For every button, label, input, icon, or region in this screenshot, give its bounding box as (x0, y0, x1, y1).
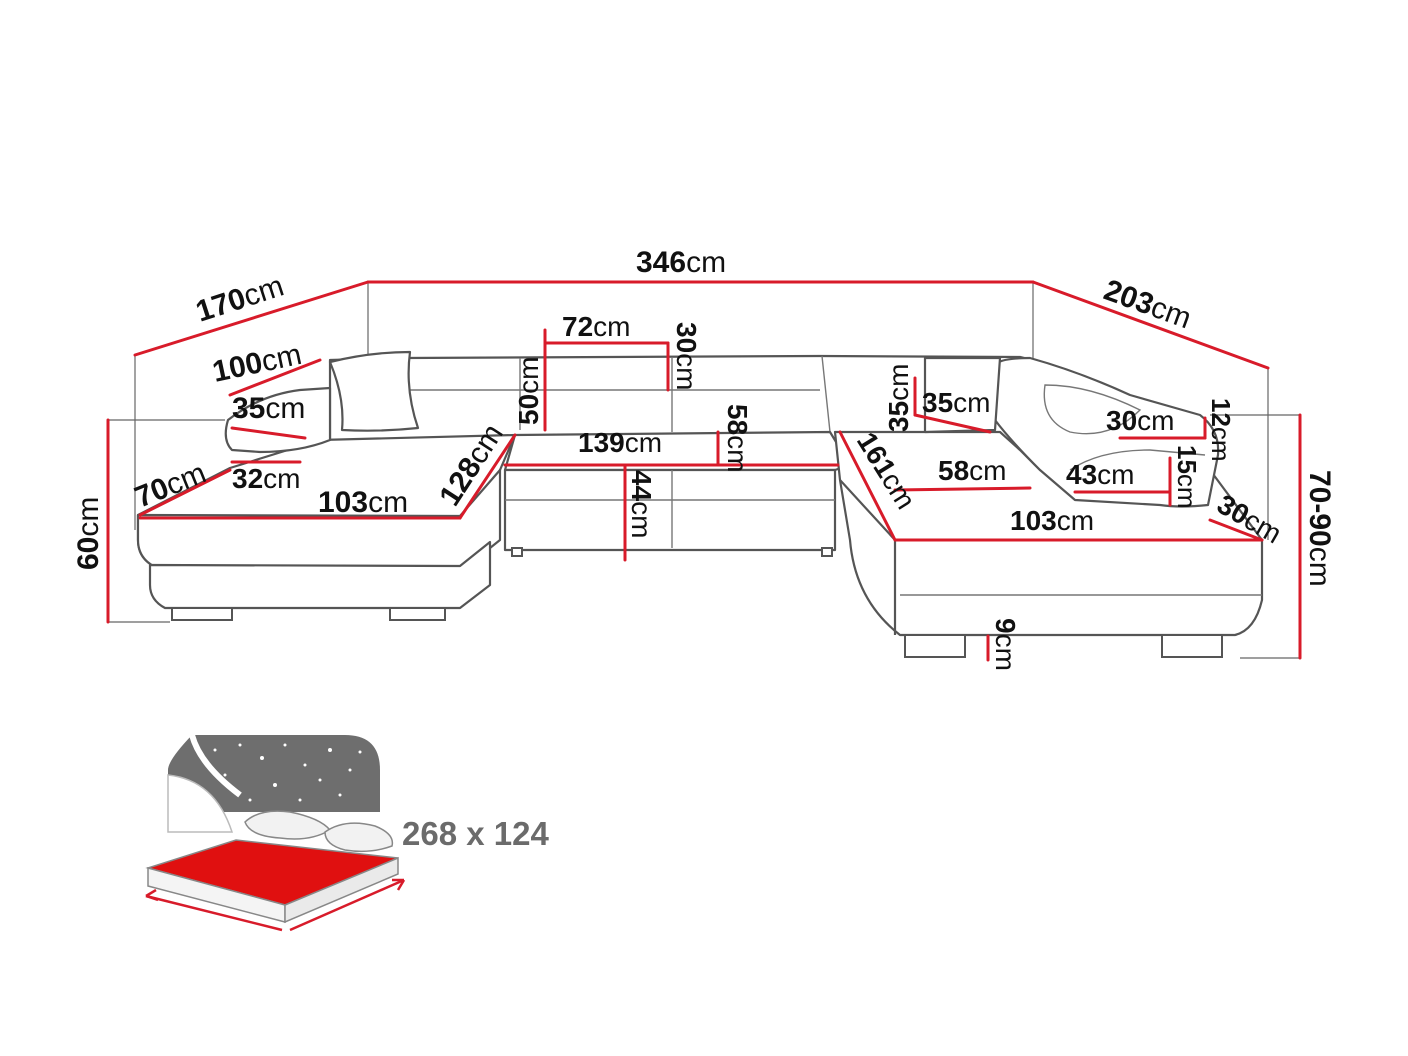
label-left-seat-length: 103cm (318, 486, 408, 519)
label-left-depth: 170cm (192, 269, 288, 328)
sleeping-function-icon (145, 734, 406, 932)
label-middle-seat-width: 139cm (578, 427, 662, 458)
label-total-width: 346cm (636, 246, 726, 279)
label-right-seat-length: 103cm (1010, 505, 1094, 536)
label-right-seat-depth: 58cm (938, 455, 1006, 486)
dimension-labels: 346cm 170cm 203cm 100cm 35cm 70cm 32cm 1… (72, 246, 1336, 671)
label-leg-height: 9cm (990, 618, 1021, 671)
label-right-depth: 203cm (1100, 274, 1196, 336)
label-backrest-height: 50cm (513, 357, 544, 425)
label-right-arm-height: 15cm (1172, 445, 1202, 509)
label-middle-seat-depth: 58cm (722, 404, 753, 472)
bed-size-label: 268 x 124 (402, 815, 549, 852)
label-headrest-height: 30cm (671, 322, 702, 390)
label-left-arm-length: 100cm (210, 338, 305, 389)
label-headrest-width: 72cm (562, 311, 630, 342)
label-overall-height-left: 60cm (72, 497, 105, 570)
label-right-arm-width: 30cm (1106, 405, 1174, 436)
label-overall-height-right: 70-90cm (1303, 470, 1336, 587)
label-right-back-height: 35cm (883, 364, 914, 432)
label-left-arm-height: 32cm (232, 463, 300, 494)
extent-guides (108, 282, 1300, 659)
label-left-arm-depth: 35cm (232, 392, 305, 425)
measurement-lines (106, 280, 1302, 662)
sofa-legs (171, 547, 1223, 658)
sofa-body (136, 350, 1264, 637)
label-right-back-width: 35cm (922, 387, 990, 418)
label-seat-height: 44cm (626, 470, 657, 538)
label-right-arm-length: 43cm (1066, 459, 1134, 490)
label-right-arm-top: 12cm (1206, 398, 1236, 462)
